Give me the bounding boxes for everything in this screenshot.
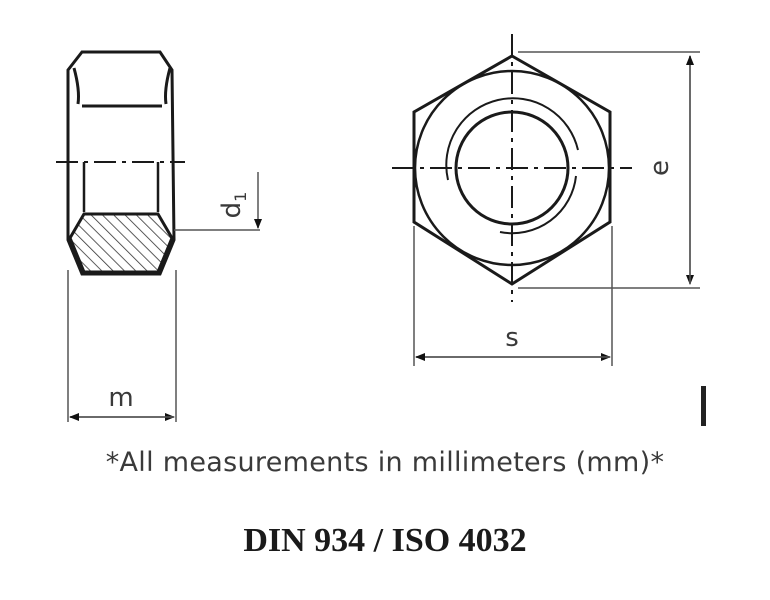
width-across-corners-dimension: [518, 51, 700, 289]
measurement-note: *All measurements in millimeters (mm)*: [105, 447, 665, 478]
thread-diameter-label: d1: [217, 192, 250, 219]
thread-diameter-dimension: [174, 172, 262, 231]
width-across-corners-label: e: [645, 160, 675, 176]
standard-title: DIN 934 / ISO 4032: [243, 522, 527, 559]
width-across-flats-dimension: [413, 226, 613, 366]
top-view: [392, 34, 632, 302]
width-across-flats-label: s: [505, 323, 519, 353]
height-dimension: [67, 270, 177, 422]
height-label: m: [108, 383, 133, 413]
marker-bar: [701, 386, 706, 426]
side-section-view: [56, 50, 185, 276]
